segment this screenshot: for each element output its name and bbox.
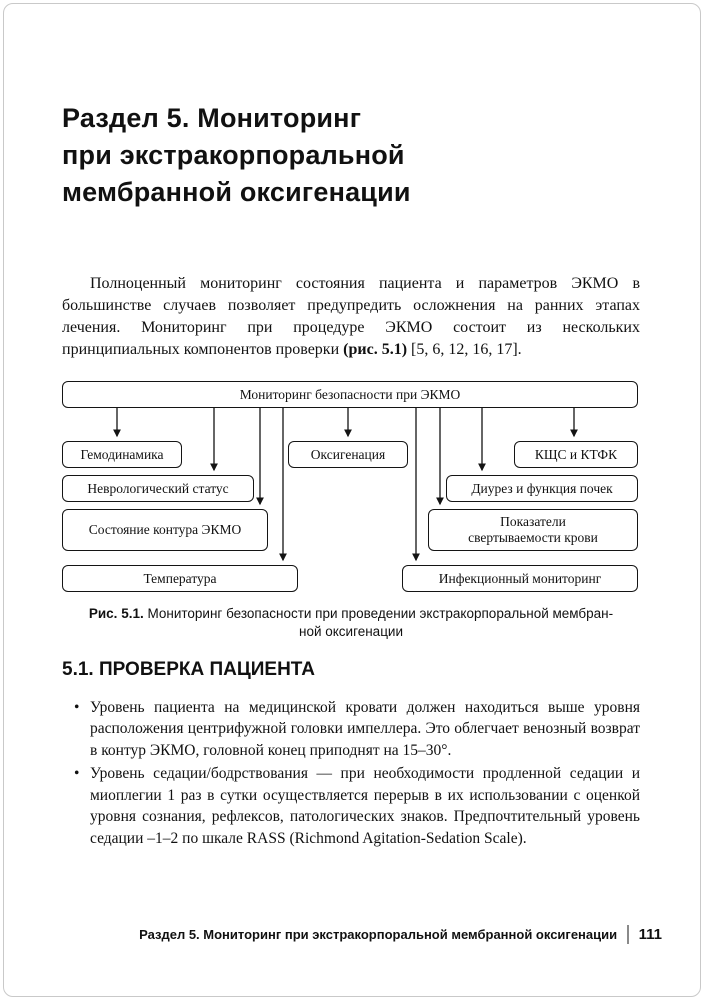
figure-caption-text-2: ной оксигенации <box>298 624 404 639</box>
node-label: КЩС и КТФК <box>534 446 618 462</box>
flowchart-connectors <box>113 408 578 562</box>
figure-caption: Рис. 5.1. Мониторинг безопасности при пр… <box>62 605 640 641</box>
node-label: Температура <box>143 570 217 586</box>
node-label: Оксигенация <box>310 446 386 462</box>
node-label: Гемодинамика <box>80 446 164 462</box>
section-heading: 5.1. ПРОВЕРКА ПАЦИЕНТА <box>62 659 315 680</box>
chapter-title-line-3: мембранной оксигенации <box>62 177 411 207</box>
node-safety-monitoring: Мониторинг безопасности при ЭКМО <box>62 381 638 408</box>
node-label: Состояние контура ЭКМО <box>88 522 242 538</box>
intro-paragraph: Полноценный мониторинг состояния пациент… <box>62 273 640 361</box>
node-circuit-state: Состояние контура ЭКМО <box>62 509 268 551</box>
page-content: Раздел 5. Мониторинг при экстракорпораль… <box>62 0 640 851</box>
node-label: Мониторинг безопасности при ЭКМО <box>239 386 461 402</box>
page-number: 111 <box>638 926 662 943</box>
citation-references: [5, 6, 12, 16, 17]. <box>407 341 522 358</box>
figure-caption-number: Рис. 5.1. <box>88 606 144 621</box>
node-label: Диурез и функция почек <box>471 480 613 496</box>
list-item-text: Уровень пациента на медицинской кровати … <box>90 698 640 759</box>
chapter-title-line-2: при экстракорпоральной <box>62 140 405 170</box>
bullet-marker: • <box>74 698 80 716</box>
flowchart-figure: Мониторинг безопасности при ЭКМО Гемодин… <box>62 381 638 593</box>
list-item: • Уровень пациента на медицинской кровати… <box>74 697 640 762</box>
chapter-title: Раздел 5. Мониторинг при экстракорпораль… <box>62 100 640 211</box>
node-neurological-status: Неврологический статус <box>62 475 254 502</box>
intro-text: Полноценный мониторинг состояния пациент… <box>62 275 640 358</box>
node-infection-monitoring: Инфекционный мониторинг <box>402 565 638 592</box>
page-footer: Раздел 5. Мониторинг при экстракорпораль… <box>139 925 662 944</box>
node-label: Неврологический статус <box>87 480 229 496</box>
node-hemodynamics: Гемодинамика <box>62 441 182 468</box>
node-label: Инфекционный мониторинг <box>438 570 602 586</box>
bullet-list: • Уровень пациента на медицинской кровати… <box>62 697 640 850</box>
chapter-title-line-1: Раздел 5. Мониторинг <box>62 103 362 133</box>
node-diuresis-kidney: Диурез и функция почек <box>446 475 638 502</box>
footer-divider <box>627 925 629 944</box>
node-coagulation: Показатели свертываемости крови <box>428 509 638 551</box>
node-oxygenation: Оксигенация <box>288 441 408 468</box>
node-label: Показатели свертываемости крови <box>468 514 598 545</box>
figure-caption-text-1: Мониторинг безопасности при проведении э… <box>143 606 614 621</box>
list-item-text: Уровень седации/бодрствования — при необ… <box>90 765 640 847</box>
figure-reference: (рис. 5.1) <box>343 341 408 358</box>
node-acid-base: КЩС и КТФК <box>514 441 638 468</box>
list-item: • Уровень седации/бодрствования — при нео… <box>74 763 640 849</box>
bullet-marker: • <box>74 765 80 783</box>
node-temperature: Температура <box>62 565 298 592</box>
running-title: Раздел 5. Мониторинг при экстракорпораль… <box>139 927 618 942</box>
